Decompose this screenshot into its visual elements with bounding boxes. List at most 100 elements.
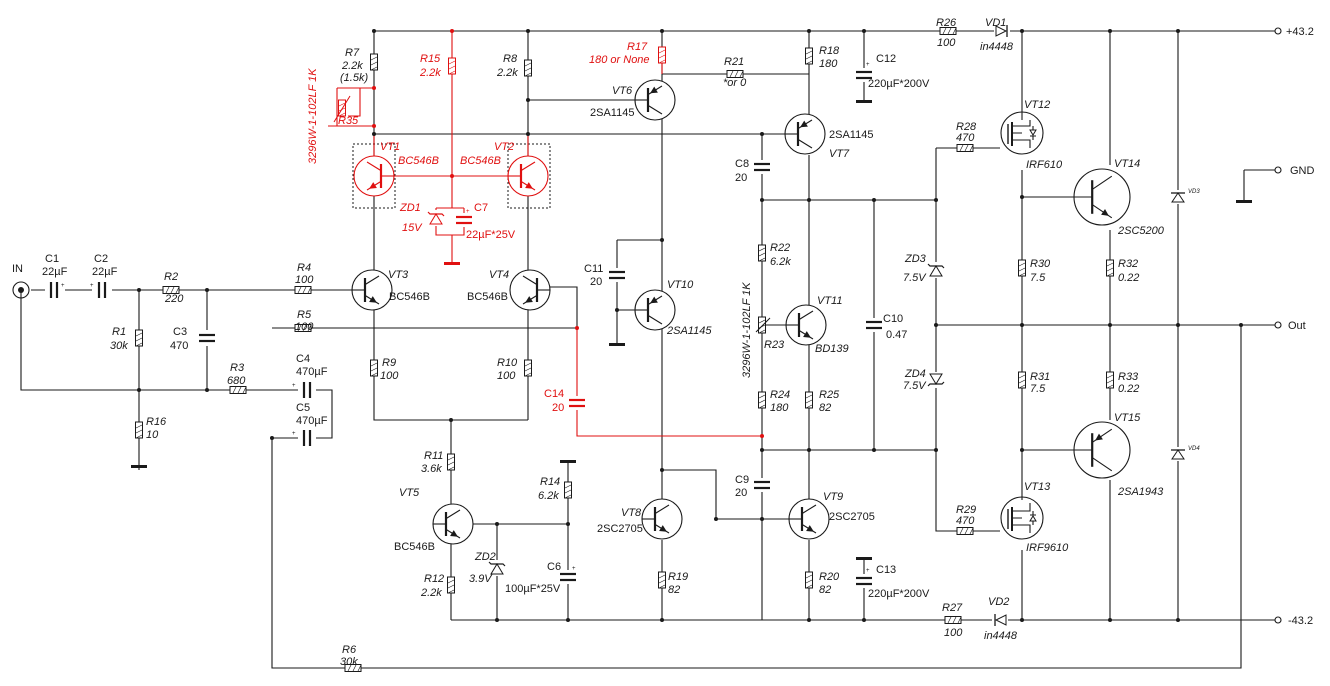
- diodes-zd2-name-label: ZD2: [474, 551, 496, 563]
- transistors: [351, 79, 1131, 545]
- transistors-vt5-name-label: VT5: [399, 487, 420, 499]
- resistor-r1: [135, 329, 143, 347]
- capacitors-c7-name-label: C7: [474, 202, 488, 214]
- svg-text:+: +: [292, 383, 296, 389]
- capacitors-c4-value-label: 470µF: [296, 366, 328, 378]
- transistor-vt8-icon: [641, 498, 683, 540]
- resistor-r25: [805, 391, 813, 409]
- transistor-vt1-icon: [353, 155, 395, 197]
- resistors-r26-value-label: 100: [937, 37, 956, 49]
- resistors-r9-value-label: 100: [380, 370, 399, 382]
- resistor-r20: [805, 571, 813, 589]
- diodes-zd4-name-label: ZD4: [904, 368, 926, 380]
- transistors-vt6-name-label: VT6: [612, 85, 633, 97]
- resistors-r2-name-label: R2: [164, 271, 178, 283]
- capacitor-c13: +: [856, 568, 872, 588]
- resistor-r18: [805, 47, 813, 65]
- capacitors: + + + + + +: [45, 62, 882, 588]
- resistors-r32-name-label: R32: [1118, 258, 1138, 270]
- resistors-r29-name-label: R29: [956, 504, 976, 516]
- resistors-r31-value-label: 7.5: [1030, 383, 1046, 395]
- resistors-r1-value-label: 30k: [110, 340, 128, 352]
- resistor-r33: [1106, 371, 1114, 389]
- resistor-r27: [944, 616, 962, 624]
- transistors-vt11-part-label: BD139: [815, 343, 849, 355]
- transistors-vt4-part-label: BC546B: [467, 291, 508, 303]
- resistor-r17: [658, 46, 666, 64]
- resistors-r21-name-label: R21: [724, 56, 744, 68]
- resistor-r16: [135, 421, 143, 439]
- resistors-r12-name-label: R12: [424, 573, 444, 585]
- resistors-r7-value-label: 2.2k: [341, 60, 363, 72]
- resistors-r3-name-label: R3: [230, 362, 245, 374]
- trimmer-r35-wiper-icon: [333, 95, 351, 123]
- resistors-r11-name-label: R11: [424, 450, 443, 462]
- resistor-r14: [564, 481, 572, 499]
- transistors-vt10-name-label: VT10: [667, 279, 694, 291]
- resistors-r31-name-label: R31: [1030, 371, 1050, 383]
- diodes-zd3-name-label: ZD3: [904, 253, 927, 265]
- capacitors-c5-value-label: 470µF: [296, 415, 328, 427]
- transistor-vt10-icon: [634, 289, 676, 331]
- positive-rail-terminal-icon: [1274, 27, 1282, 35]
- resistors-r19-value-label: 82: [668, 584, 680, 596]
- resistor-r3: [229, 386, 247, 394]
- capacitors-c3-value-label: 470: [170, 340, 188, 352]
- junction-dots: [137, 29, 1243, 622]
- transistor-vt7-icon: [784, 113, 826, 155]
- transistors-vt9-name-label: VT9: [823, 491, 843, 503]
- transistors-vt14-part-label: 2SC5200: [1117, 225, 1165, 237]
- transistors-vt11-name-label: VT11: [817, 295, 842, 307]
- mosfet-vt12-icon: [1000, 111, 1044, 155]
- svg-text:+: +: [61, 283, 65, 289]
- resistors-r12-value-label: 2.2k: [420, 587, 442, 599]
- diodes-vd2-name-label: VD2: [988, 596, 1009, 608]
- transistors-vt8-name-label: VT8: [621, 507, 642, 519]
- resistors-r30-value-label: 7.5: [1030, 272, 1046, 284]
- capacitors-c11-name-label: C11: [584, 263, 603, 275]
- resistors-r17-value-label: 180 or None: [589, 54, 650, 66]
- transistor-vt14-icon: [1073, 168, 1131, 226]
- resistors-r18-value-label: 180: [819, 58, 838, 70]
- transistor-vt9-icon: [788, 498, 830, 540]
- resistors-r15-value-label: 2.2k: [419, 67, 441, 79]
- resistors-r25-name-label: R25: [819, 389, 840, 401]
- resistors-r27-name-label: R27: [942, 602, 963, 614]
- resistors-r7-name-label: R7: [345, 47, 360, 59]
- resistor-r21: [726, 70, 744, 78]
- capacitors-c9-name-label: C9: [735, 474, 749, 486]
- resistors-r21-value-label: *or 0: [723, 77, 747, 89]
- svg-text:+: +: [292, 431, 296, 437]
- resistor-r31: [1018, 371, 1026, 389]
- capacitor-c1: +: [45, 282, 65, 298]
- transistors-vt2-part-label: BC546B: [460, 155, 501, 167]
- transistors-vt9-part-label: 2SC2705: [829, 511, 875, 523]
- resistor-r23: [758, 316, 766, 334]
- diodes-vd4-name-label: VD4: [1188, 446, 1200, 452]
- capacitors-c6-name-label: C6: [547, 561, 561, 573]
- capacitors-c2-value-label: 22µF: [92, 266, 118, 278]
- diodes-zd1-name-label: ZD1: [399, 202, 421, 214]
- capacitors-c1-name-label: C1: [45, 253, 59, 265]
- capacitors-c11-value-label: 20: [590, 276, 602, 288]
- resistors-r30-name-label: R30: [1030, 258, 1051, 270]
- resistor-r22: [758, 244, 766, 262]
- resistors-r7-alt-label: (1.5k): [340, 72, 368, 84]
- resistor-r28: [956, 144, 974, 152]
- resistors-r22-name-label: R22: [770, 242, 790, 254]
- capacitors-c13-name-label: C13: [876, 564, 896, 576]
- capacitors-c6-value-label: 100µF*25V: [505, 583, 561, 595]
- transistors-vt14-name-label: VT14: [1114, 158, 1140, 170]
- svg-text:+: +: [572, 566, 576, 572]
- resistors-r19-name-label: R19: [668, 571, 688, 583]
- resistor-r5: [294, 324, 312, 332]
- capacitors-c5-name-label: C5: [296, 402, 310, 414]
- resistors-r4-value-label: 100: [295, 274, 314, 286]
- diodes-vd1-part-label: in4448: [980, 41, 1014, 53]
- capacitors-c2-name-label: C2: [94, 253, 108, 265]
- resistor-r15: [448, 57, 456, 75]
- capacitors-c10-name-label: C10: [883, 313, 903, 325]
- capacitor-c8: [754, 160, 770, 174]
